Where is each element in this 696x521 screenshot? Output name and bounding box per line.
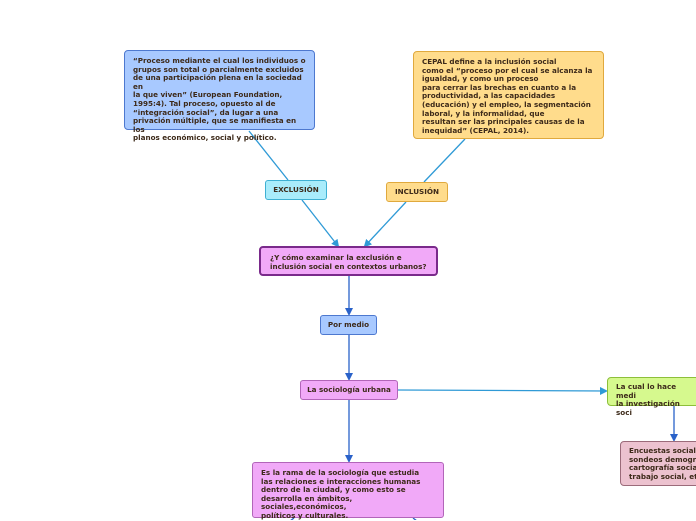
connector-exclusion-def <box>248 130 289 181</box>
connector-exclusion-question <box>301 199 340 248</box>
sociologia-definition-node[interactable]: Es la rama de la sociología que estudia … <box>252 462 444 520</box>
inclusion-node[interactable]: INCLUSIÓN <box>386 182 448 202</box>
connector-sociologia-investigacion <box>397 386 608 395</box>
sociologia-urbana-node[interactable]: La sociología urbana <box>300 380 398 400</box>
por-medio-node[interactable]: Por medio <box>320 315 377 335</box>
central-question-node[interactable]: ¿Y cómo examinar la exclusión e inclusió… <box>259 246 438 276</box>
investigacion-social-node[interactable]: La cual lo hace medi la investigación so… <box>607 377 696 417</box>
connector-inclusion-question <box>363 201 407 248</box>
exclusion-node[interactable]: EXCLUSIÓN <box>265 180 327 200</box>
exclusion-definition-node[interactable]: “Proceso mediante el cual los individuos… <box>124 50 315 142</box>
connector-inclusion-def <box>423 138 466 183</box>
inclusion-definition-node[interactable]: CEPAL define a la inclusión social como … <box>413 51 604 139</box>
methods-node[interactable]: Encuestas sociale sondeos demogr cartogr… <box>620 441 696 486</box>
